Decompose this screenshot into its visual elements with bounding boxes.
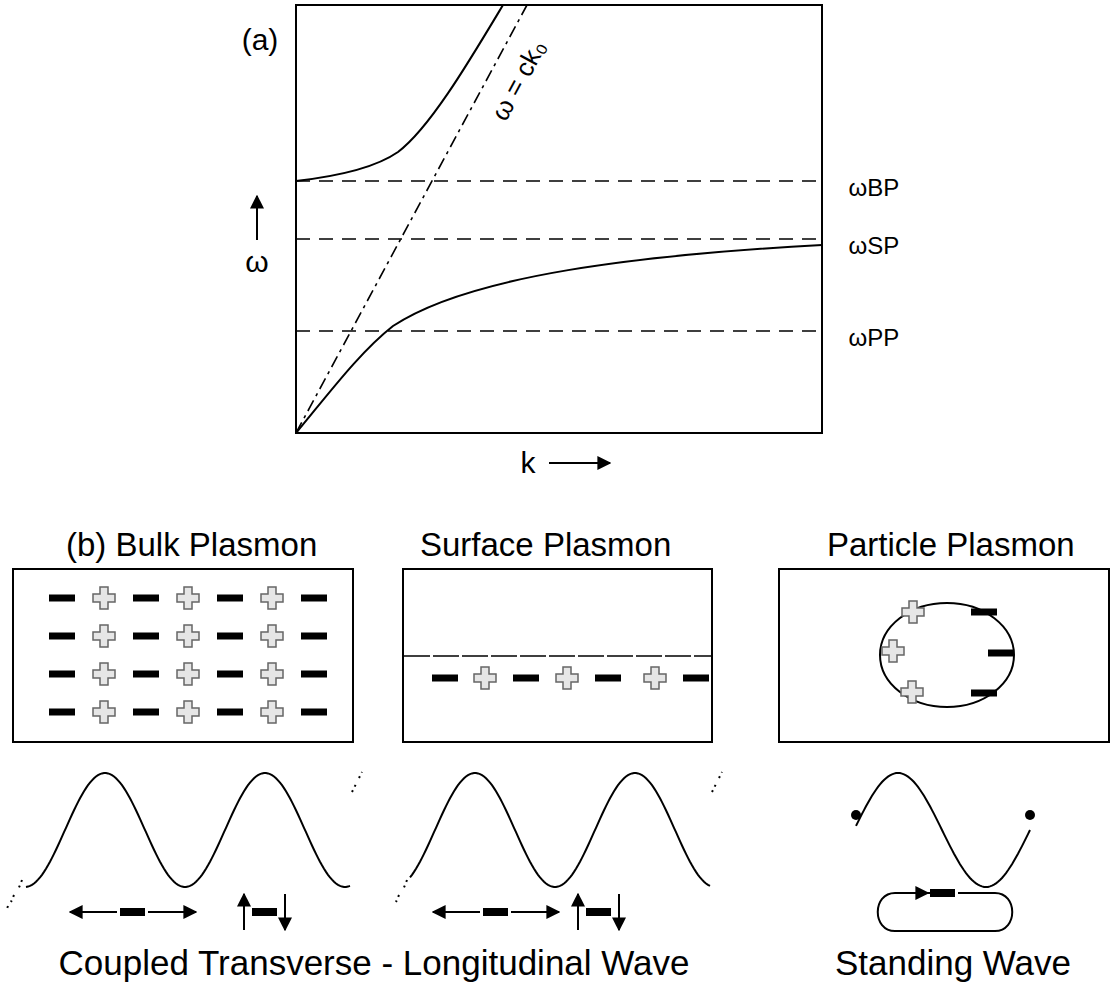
caption-text: Standing Wave bbox=[835, 945, 1071, 980]
panel-box: (b) Bulk Plasmon bbox=[12, 568, 354, 743]
particle-charges bbox=[880, 601, 1014, 707]
dispersion-plot bbox=[257, 5, 822, 463]
panel-title: (b) Bulk Plasmon bbox=[66, 528, 317, 561]
level-label: ωBP bbox=[849, 176, 900, 200]
waves bbox=[6, 772, 1030, 911]
panel-box: Surface Plasmon bbox=[402, 568, 713, 743]
motion-arrows bbox=[70, 889, 1012, 931]
caption-text: Coupled Transverse - Longitudinal Wave bbox=[59, 945, 690, 980]
panel-title: Surface Plasmon bbox=[420, 528, 671, 561]
surface-charges bbox=[404, 656, 711, 689]
panel-title: Particle Plasmon bbox=[827, 528, 1075, 561]
bulk-charges bbox=[49, 587, 327, 723]
panel-box: Particle Plasmon bbox=[778, 568, 1110, 743]
level-label: ωSP bbox=[849, 234, 900, 258]
line-label: ω = ck₀ bbox=[485, 34, 551, 126]
axis-label: k bbox=[521, 448, 536, 478]
level-label: ωPP bbox=[849, 326, 900, 350]
panel-letter: (a) bbox=[242, 25, 279, 55]
axis-label: ω bbox=[245, 247, 268, 277]
